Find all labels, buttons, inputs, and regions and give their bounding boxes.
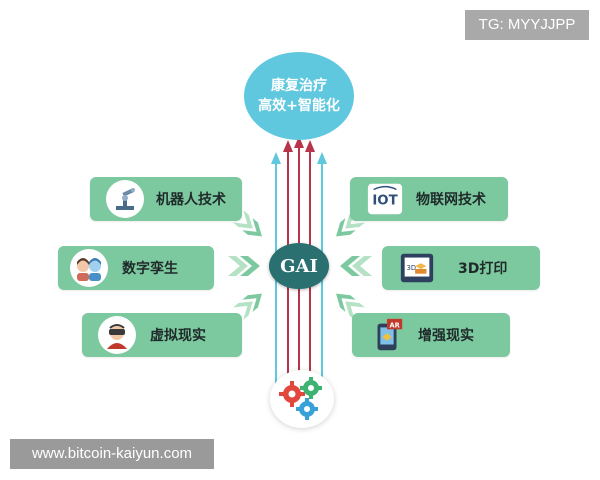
robot-arm-icon — [106, 180, 144, 218]
card-digital-twin: 数字孪生 — [58, 246, 214, 290]
svg-text:IOT: IOT — [372, 194, 397, 209]
card-virtual-reality-label: 虚拟现实 — [150, 328, 206, 344]
hub-label: GAI — [280, 255, 318, 277]
chevron-left-upper — [233, 210, 262, 237]
iot-icon: IOT — [366, 180, 404, 218]
gear-green-icon — [300, 377, 322, 399]
arrowhead-red-1 — [283, 140, 293, 152]
svg-text:3D: 3D — [407, 264, 416, 272]
gears-icon — [270, 370, 334, 428]
svg-text:AR: AR — [389, 321, 399, 329]
footer-url-badge: www.bitcoin-kaiyun.com — [10, 439, 214, 469]
gear-blue-icon — [296, 398, 318, 420]
vr-headset-icon — [98, 316, 136, 354]
arrowhead-red-3 — [305, 140, 315, 152]
goal-line-2: 高效+智能化 — [258, 98, 340, 114]
card-iot: IOT 物联网技术 — [350, 177, 508, 221]
card-augmented-reality-label: 增强现实 — [418, 328, 474, 344]
hub-circle: GAI — [269, 243, 329, 289]
card-iot-label: 物联网技术 — [416, 192, 486, 208]
digital-twin-faces-icon — [70, 249, 108, 287]
card-digital-twin-label: 数字孪生 — [122, 261, 178, 277]
chevron-left-lower — [233, 293, 262, 320]
arrowhead-red-2 — [294, 136, 304, 148]
chevron-right-middle — [340, 256, 372, 276]
card-3d-printing-label: 3D打印 — [458, 261, 508, 277]
card-augmented-reality: AR 增强现实 — [352, 313, 510, 357]
arrowhead-blue-right — [317, 152, 327, 164]
3d-printer-icon: 3D — [398, 249, 436, 287]
card-virtual-reality: 虚拟现实 — [82, 313, 242, 357]
card-robotics-label: 机器人技术 — [156, 192, 226, 208]
chevron-left-middle — [228, 256, 260, 276]
arrowhead-blue-left — [271, 152, 281, 164]
gear-red-icon — [279, 381, 305, 407]
card-robotics: 机器人技术 — [90, 177, 242, 221]
corner-watermark-badge: TG: MYYJJPP — [465, 10, 589, 40]
goal-circle: 康复治疗 高效+智能化 — [244, 52, 354, 140]
chevron-right-lower — [336, 293, 365, 320]
card-3d-printing: 3D 3D打印 — [382, 246, 540, 290]
goal-line-1: 康复治疗 — [271, 78, 327, 94]
ar-device-icon: AR — [368, 316, 406, 354]
